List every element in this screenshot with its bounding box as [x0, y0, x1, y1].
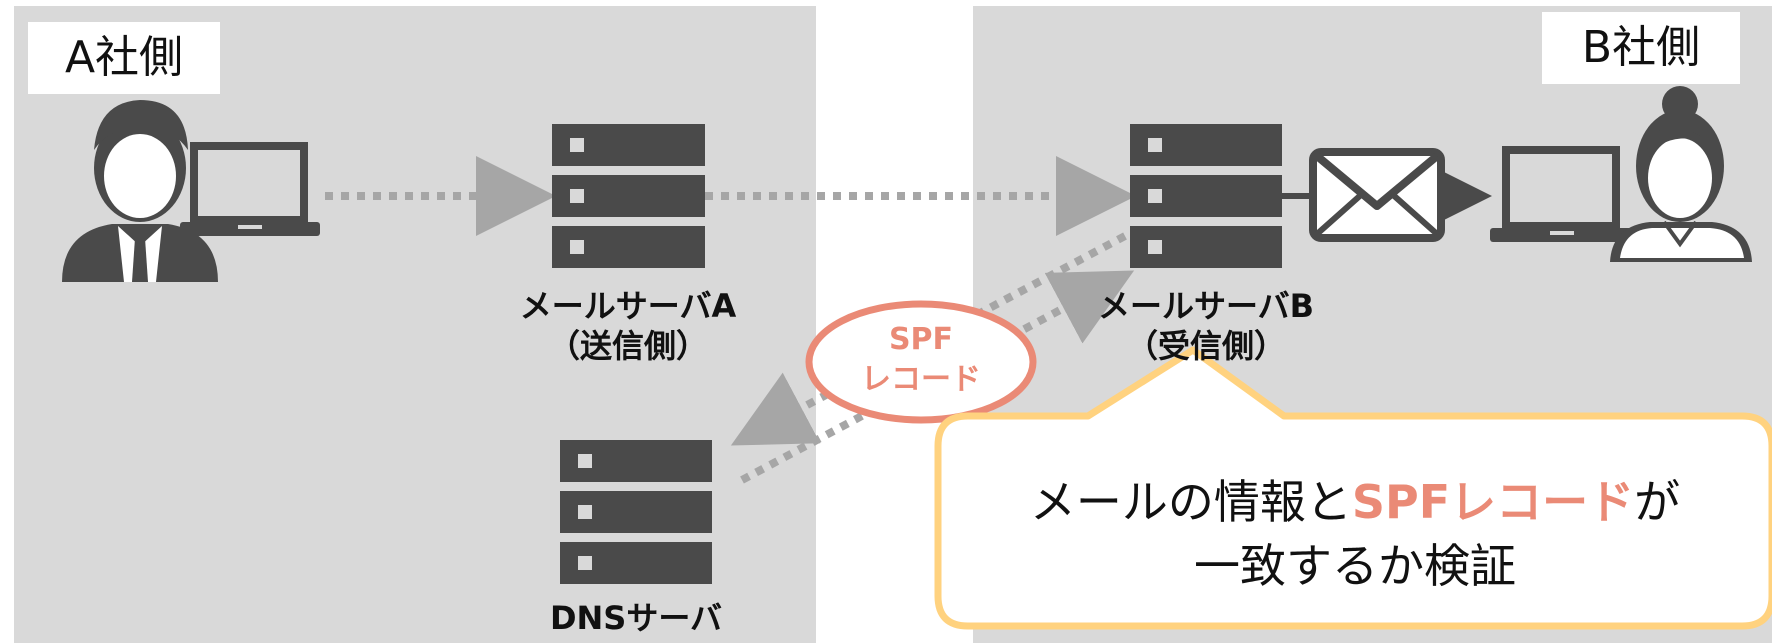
- laptop-icon: [180, 142, 320, 236]
- mail-server-a-name: メールサーバA: [519, 287, 737, 325]
- envelope-icon: [1309, 148, 1445, 242]
- dns-server-name: DNSサーバ: [549, 599, 723, 637]
- callout-line2: 一致するか検証: [1194, 539, 1516, 593]
- server-icon: [1130, 124, 1282, 268]
- callout-highlight: SPFレコード: [1351, 475, 1635, 529]
- person-male-icon: [62, 100, 218, 282]
- spf-badge-line1: SPF: [888, 322, 954, 357]
- laptop-icon: [1490, 146, 1632, 242]
- mail-server-b-name: メールサーバB: [1097, 287, 1315, 325]
- company-b-label: B社側: [1542, 12, 1740, 84]
- company-a-label: A社側: [28, 22, 220, 94]
- mail-server-a-role: （送信側）: [547, 327, 708, 365]
- person-female-icon: [1610, 86, 1752, 262]
- mail-server-b-role: （受信側）: [1125, 327, 1286, 365]
- server-icon: [560, 440, 712, 584]
- callout-bubble: [934, 346, 1772, 630]
- callout-line1: メールの情報とSPFレコードが: [1029, 475, 1681, 529]
- spf-record-badge: [805, 300, 1037, 424]
- spf-badge-line2: レコード: [861, 362, 981, 397]
- server-icon: [552, 124, 705, 268]
